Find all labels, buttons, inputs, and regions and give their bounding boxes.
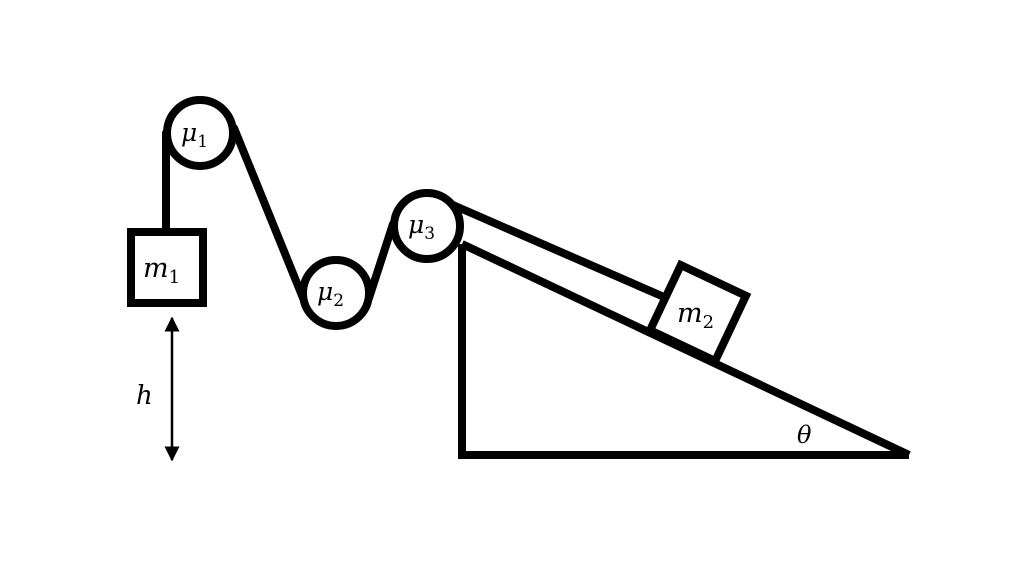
height-indicator: h — [136, 316, 180, 462]
svg-text:m1: m1 — [143, 253, 180, 288]
mass-1-block — [127, 228, 207, 307]
mass-2-subscript: 2 — [703, 312, 714, 333]
pulley-3-subscript: 3 — [424, 224, 435, 244]
height-label: h — [136, 381, 153, 411]
svg-text:m2: m2 — [677, 298, 714, 333]
pulley-1-symbol: μ — [181, 118, 197, 147]
rope-segment-pulley1-to-pulley2 — [230, 124, 307, 302]
mass-2: m2 — [644, 259, 752, 367]
incline-vertical-and-base — [458, 244, 909, 459]
svg-text:μ2: μ2 — [317, 277, 344, 311]
rope — [162, 124, 668, 302]
pulley-2-symbol: μ — [317, 277, 333, 306]
svg-text:μ3: μ3 — [408, 210, 435, 244]
pulley-2-subscript: 2 — [333, 291, 344, 311]
pulley-3: μ3 — [390, 189, 464, 263]
mass-1-subscript: 1 — [169, 267, 180, 288]
mass-1-symbol: m — [143, 253, 169, 284]
rope-segment-pulley3-to-mass2 — [426, 191, 668, 301]
pulley-1: μ1 — [163, 96, 237, 170]
mass-1: m1 — [127, 228, 207, 307]
svg-text:μ1: μ1 — [181, 118, 208, 152]
pulley-2: μ2 — [299, 256, 373, 330]
rope-segment-pulley2-to-pulley3 — [365, 220, 397, 302]
pulley-3-symbol: μ — [408, 210, 424, 239]
mass-2-symbol: m — [677, 298, 703, 329]
pulley-3-wheel — [390, 189, 464, 263]
pulley-2-wheel — [299, 256, 373, 330]
angle-label: θ — [797, 421, 812, 449]
pulley-1-subscript: 1 — [197, 132, 208, 152]
pulley-1-wheel — [163, 96, 237, 170]
mass-2-block — [644, 259, 752, 367]
